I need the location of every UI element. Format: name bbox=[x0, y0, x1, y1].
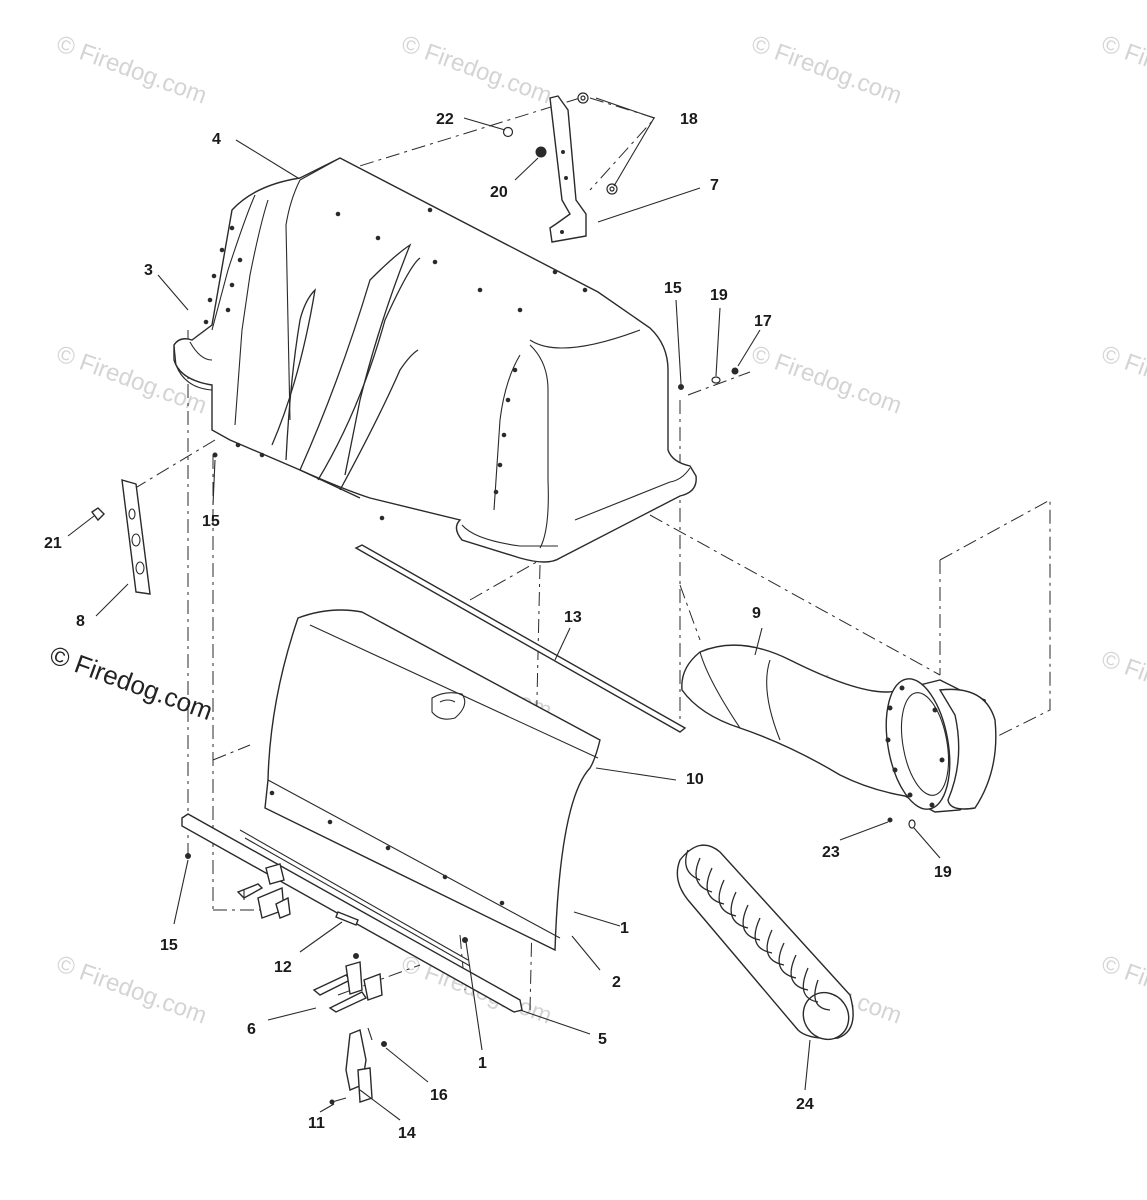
callout-16: 16 bbox=[430, 1087, 448, 1104]
flex-hose bbox=[676, 844, 854, 1041]
seal-strip bbox=[354, 544, 687, 733]
callout-1: 1 bbox=[478, 1055, 487, 1072]
watermark: © Firedog.com bbox=[1098, 340, 1147, 419]
callout-5: 5 bbox=[598, 1031, 607, 1048]
watermark: © Firedog.com bbox=[53, 30, 210, 109]
callout-15: 15 bbox=[202, 513, 220, 530]
bracket bbox=[549, 95, 587, 243]
elbow-chute bbox=[681, 644, 997, 829]
callout-19: 19 bbox=[934, 864, 952, 881]
callout-3: 3 bbox=[144, 262, 153, 279]
callout-15: 15 bbox=[664, 280, 682, 297]
watermark: © Firedog.com bbox=[398, 30, 555, 109]
hinge-bar bbox=[181, 813, 523, 1013]
callout-18: 18 bbox=[680, 111, 698, 128]
hardware-right bbox=[678, 367, 739, 390]
callout-22: 22 bbox=[436, 111, 454, 128]
callout-15: 15 bbox=[160, 937, 178, 954]
callout-11: 11 bbox=[308, 1115, 325, 1132]
callout-23: 23 bbox=[822, 844, 840, 861]
callout-20: 20 bbox=[490, 184, 508, 201]
callout-19: 19 bbox=[710, 287, 728, 304]
callout-7: 7 bbox=[710, 177, 719, 194]
watermark: © Firedog.com bbox=[53, 950, 210, 1029]
watermark: © Firedog.com bbox=[1098, 950, 1147, 1029]
panel bbox=[264, 609, 601, 952]
callout-13: 13 bbox=[564, 609, 582, 626]
hardware-top bbox=[502, 92, 618, 195]
watermark: © Firedog.com bbox=[1098, 30, 1147, 109]
callout-17: 17 bbox=[754, 313, 772, 330]
plate bbox=[90, 452, 218, 595]
watermark: © Firedog.com bbox=[1098, 645, 1147, 724]
leader-lines bbox=[67, 97, 941, 1121]
latch bbox=[329, 1027, 387, 1105]
callout-10: 10 bbox=[686, 771, 704, 788]
callout-1: 1 bbox=[620, 920, 629, 937]
watermark: © Firedog.com bbox=[748, 340, 905, 419]
callout-21: 21 bbox=[44, 535, 62, 552]
callout-4: 4 bbox=[212, 131, 221, 148]
watermark-prominent: © Firedog.com bbox=[46, 639, 217, 726]
callout-2: 2 bbox=[612, 974, 621, 991]
callout-8: 8 bbox=[76, 613, 85, 630]
callout-24: 24 bbox=[796, 1096, 814, 1113]
callout-9: 9 bbox=[752, 605, 761, 622]
callout-labels: 1 1 2 3 4 5 6 7 8 9 10 11 12 13 14 15 15… bbox=[44, 111, 952, 1142]
latch-bracket bbox=[312, 953, 383, 1013]
callout-6: 6 bbox=[247, 1021, 256, 1038]
callout-12: 12 bbox=[274, 959, 292, 976]
callout-14: 14 bbox=[398, 1125, 416, 1142]
watermark: © Firedog.com bbox=[748, 30, 905, 109]
hood bbox=[173, 157, 697, 563]
